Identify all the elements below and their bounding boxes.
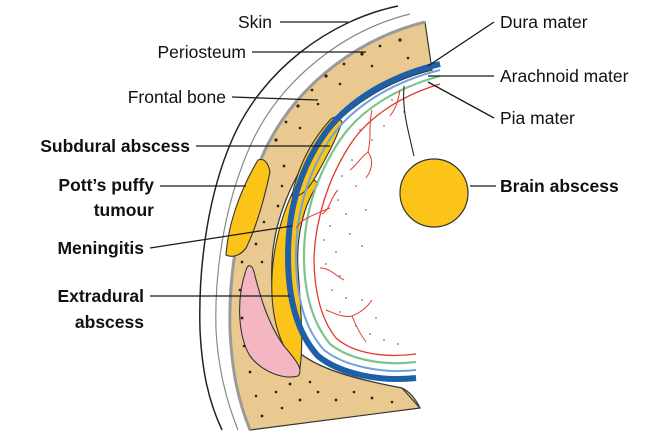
label-frontal-bone: Frontal bone bbox=[128, 87, 226, 107]
label-potts-puffy-tumour-line1: Pott’s puffy bbox=[58, 175, 154, 195]
label-pia-mater: Pia mater bbox=[500, 108, 575, 128]
leader-pia-mater bbox=[428, 82, 494, 118]
brain-abscess bbox=[400, 159, 468, 227]
label-extradural-abscess-line2: abscess bbox=[75, 312, 144, 332]
label-periosteum: Periosteum bbox=[157, 42, 246, 62]
label-dura-mater: Dura mater bbox=[500, 12, 588, 32]
label-skin: Skin bbox=[238, 12, 272, 32]
label-brain-abscess: Brain abscess bbox=[500, 176, 619, 196]
label-meningitis: Meningitis bbox=[57, 238, 144, 258]
label-extradural-abscess-line1: Extradural bbox=[57, 286, 144, 306]
label-subdural-abscess: Subdural abscess bbox=[40, 136, 190, 156]
label-potts-puffy-tumour-line2: tumour bbox=[94, 200, 154, 220]
leader-dura-mater bbox=[428, 22, 494, 66]
label-arachnoid-mater: Arachnoid mater bbox=[500, 66, 629, 86]
